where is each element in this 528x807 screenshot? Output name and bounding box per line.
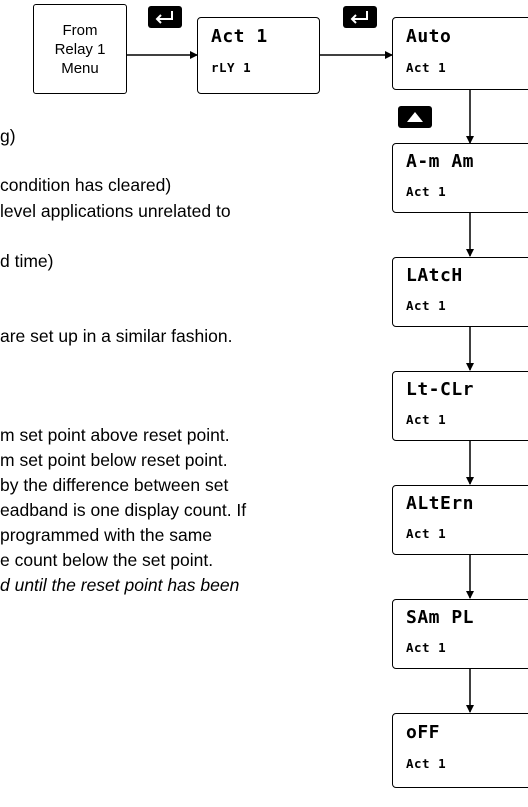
display-line-1: A-m Am — [406, 151, 475, 172]
display-line-1: oFF — [406, 722, 441, 743]
text-line: m set point below reset point. — [0, 450, 228, 470]
display-screen-latch: LAtcH Act 1 — [392, 257, 528, 327]
display-line-1: SAm PL — [406, 607, 475, 628]
display-line-2: Act 1 — [406, 298, 447, 313]
text-line: eadband is one display count. If — [0, 500, 247, 520]
display-line-2: Act 1 — [406, 526, 447, 541]
text-line: programmed with the same — [0, 525, 213, 545]
text-line: e count below the set point. — [0, 550, 214, 570]
display-line-2: rLY 1 — [211, 60, 252, 75]
text-line: level applications unrelated to — [0, 201, 231, 221]
act-rly-display: Act 1 rLY 1 — [197, 17, 320, 94]
display-screen-sample: SAm PL Act 1 — [392, 599, 528, 669]
up-arrow-key-icon[interactable] — [398, 106, 432, 128]
display-line-2: Act 1 — [406, 756, 447, 771]
menu-box-line: From — [62, 21, 98, 39]
text-line: condition has cleared) — [0, 175, 172, 195]
display-screen-off: oFF Act 1 — [392, 713, 528, 788]
display-line-2: Act 1 — [406, 640, 447, 655]
display-line-1: Lt-CLr — [406, 379, 475, 400]
text-line: d time) — [0, 251, 54, 271]
display-line-1: ALtErn — [406, 493, 475, 514]
display-screen-latch-clear: Lt-CLr Act 1 — [392, 371, 528, 441]
enter-key-icon[interactable] — [343, 6, 377, 28]
display-line-1: LAtcH — [406, 265, 463, 286]
display-line-2: Act 1 — [406, 412, 447, 427]
display-screen-auto: Auto Act 1 — [392, 17, 528, 90]
display-line-1: Act 1 — [211, 26, 268, 47]
enter-key-icon[interactable] — [148, 6, 182, 28]
text-line: by the difference between set — [0, 475, 229, 495]
text-line: m set point above reset point. — [0, 425, 230, 445]
text-line: g) — [0, 126, 16, 146]
display-line-2: Act 1 — [406, 184, 447, 199]
display-line-2: Act 1 — [406, 60, 447, 75]
from-relay-menu-box: From Relay 1 Menu — [33, 4, 127, 94]
menu-box-line: Relay 1 — [54, 40, 106, 58]
display-screen-alternate: ALtErn Act 1 — [392, 485, 528, 555]
menu-box-line: Menu — [61, 59, 99, 77]
display-screen-auto-manual: A-m Am Act 1 — [392, 143, 528, 213]
display-line-1: Auto — [406, 26, 452, 47]
text-line-italic: d until the reset point has been — [0, 575, 240, 595]
text-line: are set up in a similar fashion. — [0, 326, 233, 346]
